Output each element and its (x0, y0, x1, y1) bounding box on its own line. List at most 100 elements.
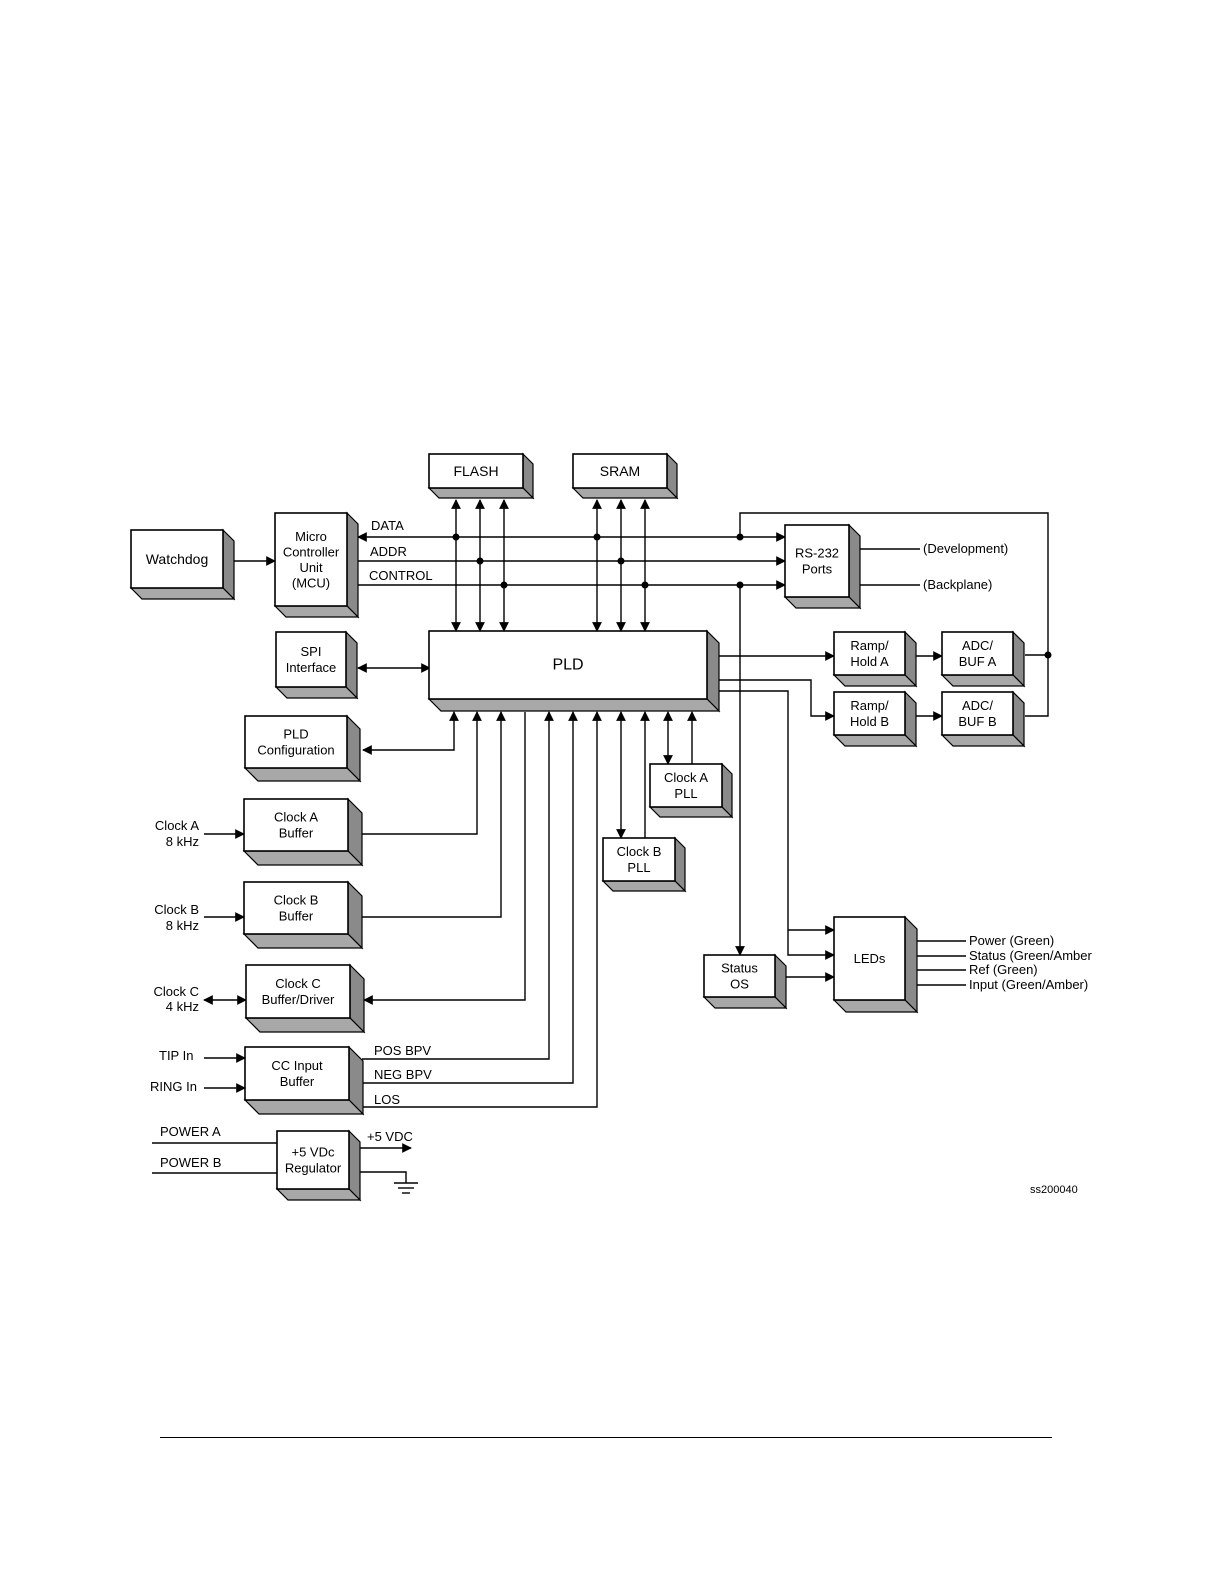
status-os-label: OS (730, 977, 749, 992)
neg-bpv-wire (362, 711, 578, 1084)
blocks: FLASH SRAM Watchdog MicroControllerUnit(MCU… (129, 452, 1026, 1202)
flash-label: FLASH (453, 463, 498, 479)
watchdog-label: Watchdog (146, 551, 209, 567)
clock-c-input-label: Clock C (153, 984, 199, 999)
junction-dot (500, 581, 508, 589)
sram-block: SRAM (571, 452, 679, 500)
pld-config-label: PLD (283, 727, 308, 742)
addr-bus-label: ADDR (370, 544, 407, 559)
ground-wire (360, 1171, 407, 1183)
clock-b-pll-label: PLL (627, 860, 650, 875)
adc-feedback-wire (739, 512, 1049, 717)
led-ref-label: Ref (Green) (969, 962, 1038, 977)
junction-dot (617, 557, 625, 565)
mcu-label: Micro (295, 529, 327, 544)
flash-block: FLASH (427, 452, 535, 500)
development-label: (Development) (923, 541, 1008, 556)
los-label: LOS (374, 1092, 400, 1107)
mcu-label: Unit (299, 560, 323, 575)
labels: DATA ADDR CONTROL (Development) (Backpla… (150, 518, 1092, 1196)
data-bus-label: DATA (371, 518, 404, 533)
junction-dot (1044, 651, 1052, 659)
power-b-label: POWER B (160, 1155, 221, 1170)
clock-c-buffer-label: Buffer/Driver (262, 992, 335, 1007)
junction-dot (641, 581, 649, 589)
rs232-label: Ports (802, 562, 833, 577)
clock-a-input-label: Clock A (155, 818, 199, 833)
pld-config-label: Configuration (257, 743, 334, 758)
pld-label: PLD (552, 657, 583, 674)
clock-b-buffer-wire (362, 711, 506, 918)
pld-to-leds-wire (718, 690, 835, 960)
adc-b-label: BUF B (958, 714, 996, 729)
pld-config-wire (362, 711, 459, 755)
adc-a-label: BUF A (959, 654, 997, 669)
spi-label: SPI (301, 644, 322, 659)
junction-dot (476, 557, 484, 565)
clock-b-buffer-label: Clock B (274, 893, 319, 908)
mcu-label: Controller (283, 544, 340, 559)
cc-input-label: CC Input (271, 1058, 323, 1073)
led-input-label: Input (Green/Amber) (969, 977, 1088, 992)
clock-b-freq-label: 8 kHz (166, 918, 199, 933)
ground-icon (394, 1182, 418, 1194)
page-footer-rule (160, 1437, 1052, 1438)
los-wire (362, 711, 602, 1108)
ramp-a-block: Ramp/Hold A (832, 630, 918, 688)
spi-label: Interface (286, 660, 337, 675)
pos-bpv-label: POS BPV (374, 1043, 431, 1058)
rs232-label: RS-232 (795, 546, 839, 561)
adc-a-label: ADC/ (962, 638, 993, 653)
pos-bpv-wire (362, 711, 554, 1060)
pld-block: PLD (427, 629, 721, 713)
regulator-label: Regulator (285, 1161, 342, 1176)
clock-b-input-label: Clock B (154, 902, 199, 917)
leds-label: LEDs (854, 951, 886, 966)
control-bus-label: CONTROL (369, 568, 433, 583)
led-power-label: Power (Green) (969, 933, 1054, 948)
clock-a-buffer-label: Buffer (279, 826, 314, 841)
watchdog-block: Watchdog (129, 528, 236, 601)
cc-input-label: Buffer (280, 1074, 315, 1089)
ramp-b-block: Ramp/Hold B (832, 690, 918, 748)
clock-a-pll-label: PLL (674, 786, 697, 801)
ramp-a-label: Ramp/ (850, 638, 889, 653)
plus5vdc-label: +5 VDC (367, 1129, 413, 1144)
ramp-a-label: Hold A (850, 654, 889, 669)
clock-a-freq-label: 8 kHz (166, 834, 199, 849)
mcu-label: (MCU) (292, 575, 330, 590)
ring-in-label: RING In (150, 1079, 197, 1094)
adc-b-label: ADC/ (962, 698, 993, 713)
clock-c-freq-label: 4 kHz (166, 999, 199, 1014)
wires (152, 499, 1052, 1194)
backplane-label: (Backplane) (923, 577, 992, 592)
clock-a-pll-label: Clock A (664, 770, 708, 785)
ramp-b-label: Hold B (850, 714, 889, 729)
adc-b-block: ADC/BUF B (940, 690, 1026, 748)
clock-c-buffer-label: Clock C (275, 976, 321, 991)
clock-c-buffer-wire (363, 712, 526, 1005)
clock-b-buffer-label: Buffer (279, 909, 314, 924)
led-status-label: Status (Green/Amber (969, 948, 1092, 963)
adc-a-block: ADC/BUF A (940, 630, 1026, 688)
power-a-label: POWER A (160, 1124, 221, 1139)
leds-block: LEDs (832, 915, 919, 1014)
tip-in-label: TIP In (159, 1048, 193, 1063)
junction-dot (452, 533, 460, 541)
sram-label: SRAM (600, 463, 640, 479)
figure-id: ss200040 (1030, 1184, 1078, 1196)
status-os-label: Status (721, 961, 758, 976)
pld-to-ramp-b-wire (718, 679, 835, 721)
